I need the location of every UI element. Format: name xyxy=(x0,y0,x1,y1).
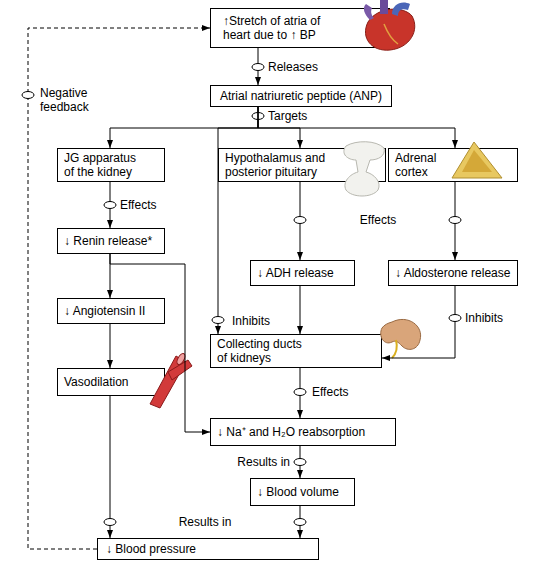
box-text: ↓ Blood pressure xyxy=(106,542,314,556)
connector-arrow xyxy=(28,28,210,549)
edge-label: Targets xyxy=(268,110,307,123)
connector-oval xyxy=(252,64,264,71)
kidney-illustration xyxy=(381,319,421,358)
process-box: Collecting ducts of kidneys xyxy=(210,334,382,368)
edge-label: Results in xyxy=(237,456,290,469)
connector-arrow xyxy=(300,286,301,334)
box-text: Atrial natriuretic peptide (ANP) xyxy=(213,89,389,103)
edge-label: Negative feedback xyxy=(40,86,102,114)
process-box: ↓ Na⁺ and H₂O reabsorption xyxy=(210,418,396,446)
box-text: ↓ ADH release xyxy=(257,266,350,280)
edge-label: Effects xyxy=(120,199,156,212)
edge-label: Inhibits xyxy=(232,315,270,328)
process-box: Atrial natriuretic peptide (ANP) xyxy=(210,85,392,107)
ureter xyxy=(392,340,397,358)
box-text: ↓ Renin release* xyxy=(64,234,160,248)
process-box: ↓ Blood pressure xyxy=(97,538,319,560)
connector-arrow xyxy=(218,107,258,334)
edge-label: Inhibits xyxy=(465,312,503,325)
connector-arrow xyxy=(110,254,210,432)
connector-oval xyxy=(294,217,306,224)
connector-oval xyxy=(104,519,116,526)
connector-arrow xyxy=(258,107,455,148)
edge-label: Effects xyxy=(312,386,348,399)
box-text: ↓ Aldosterone release xyxy=(395,266,513,280)
process-box: ↓ Renin release* xyxy=(57,228,165,254)
edge-label: Effects xyxy=(360,214,396,227)
connector-arrow xyxy=(110,396,111,538)
box-text: ↓ Angiotensin II xyxy=(64,304,160,318)
connector-arrow xyxy=(382,286,455,358)
connector-oval xyxy=(22,92,34,99)
edge-label: Releases xyxy=(268,61,318,74)
box-text: JG apparatus of the kidney xyxy=(64,151,140,179)
box-text: Vasodilation xyxy=(64,375,124,389)
kidney-shape xyxy=(381,319,421,349)
process-box: ↓ Angiotensin II xyxy=(57,298,165,324)
connector-oval xyxy=(449,217,461,224)
heart-artery xyxy=(384,24,398,44)
heart-vessel xyxy=(392,2,410,16)
edge-label: Results in xyxy=(179,516,232,529)
connector-oval xyxy=(294,389,306,396)
heart-vessel xyxy=(380,0,388,14)
process-box: ↓ Blood volume xyxy=(250,478,355,506)
process-box: ↓ Aldosterone release xyxy=(388,260,518,286)
connector-arrow xyxy=(110,324,111,368)
connector-oval xyxy=(104,202,116,209)
process-box: Vasodilation xyxy=(57,368,165,396)
box-text: ↓ Blood volume xyxy=(257,485,350,499)
box-text: Collecting ducts of kidneys xyxy=(217,337,311,365)
box-text: ↑Stretch of atria of heart due to ↑ BP xyxy=(223,14,329,42)
connector-oval xyxy=(294,459,306,466)
box-text: Hypothalamus and posterior pituitary xyxy=(225,151,335,179)
connector-oval xyxy=(294,519,306,526)
connector-oval xyxy=(212,317,224,324)
box-text: ↓ Na⁺ and H₂O reabsorption xyxy=(217,425,391,439)
connector-oval xyxy=(449,315,461,322)
process-box: ↑Stretch of atria of heart due to ↑ BP xyxy=(210,8,390,48)
process-box: JG apparatus of the kidney xyxy=(57,148,165,182)
process-box: ↓ ADH release xyxy=(250,260,355,286)
